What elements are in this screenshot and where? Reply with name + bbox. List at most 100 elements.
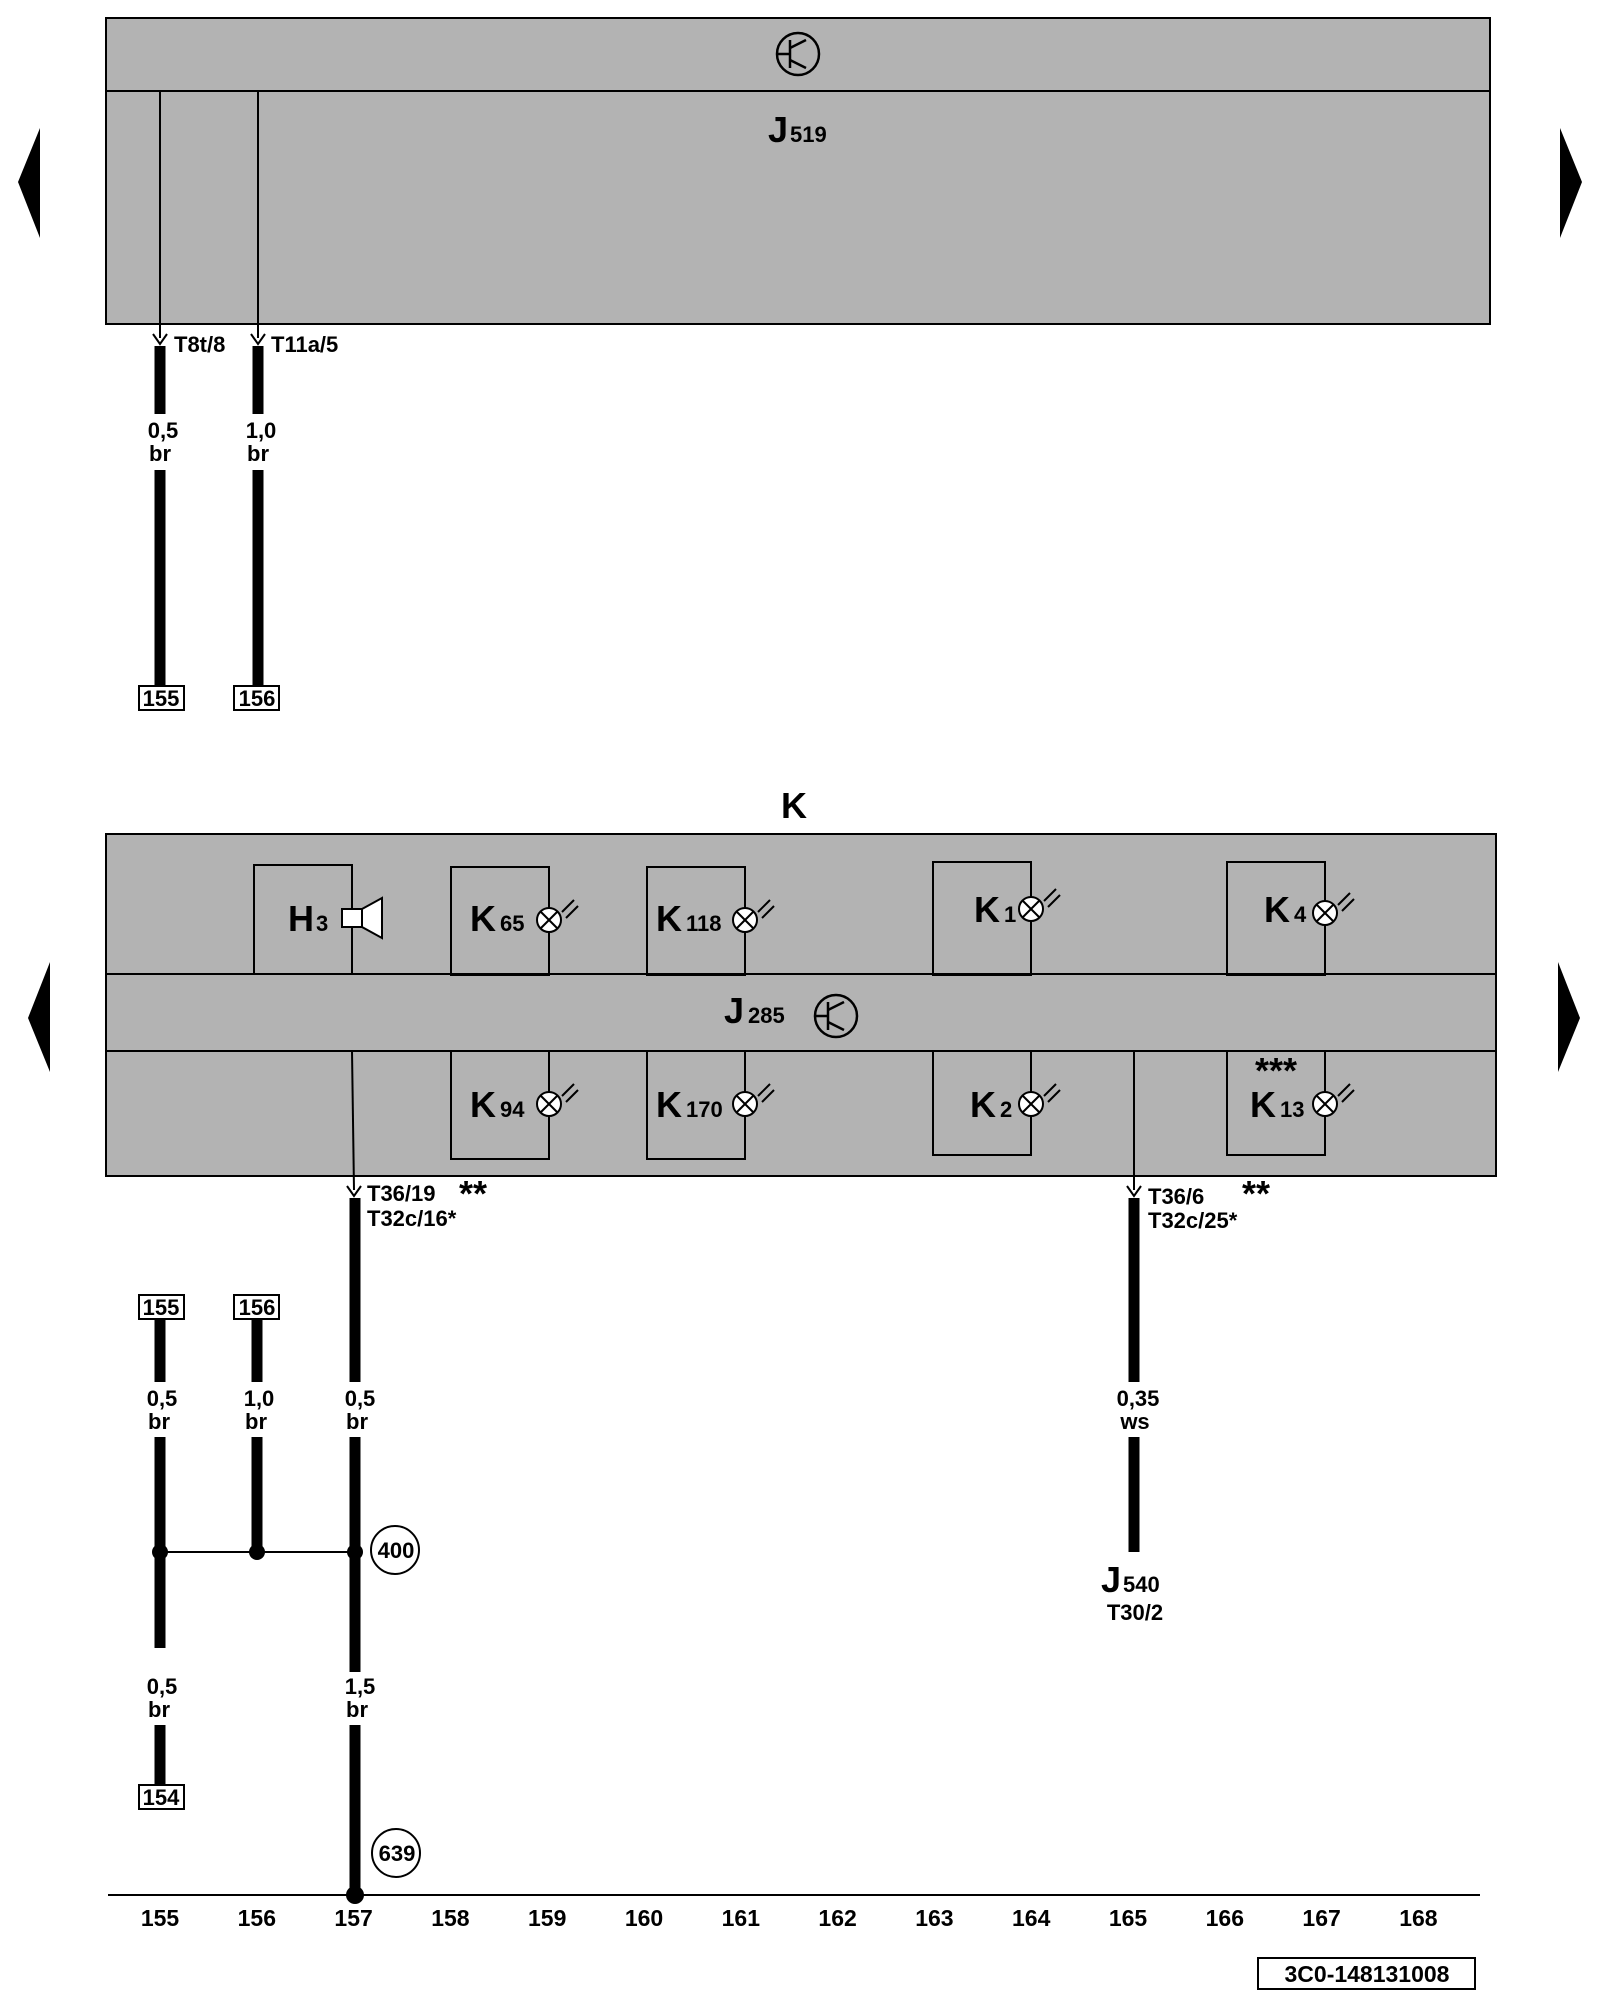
target-j540: J 540 T30/2 [1101, 1559, 1163, 1625]
next-page-arrow-top[interactable] [1560, 128, 1582, 238]
target-terminal: T30/2 [1107, 1600, 1163, 1625]
wire-color: ws [1119, 1409, 1149, 1434]
lamp-icon [536, 899, 579, 933]
column-number: 164 [1012, 1905, 1051, 1931]
wire-gauge: 1,0 [244, 1386, 275, 1411]
top-unit-id: J [768, 109, 788, 150]
lower-wire-156: 156 1,0 br [233, 1294, 280, 1556]
lower-wire-165: 0,35 ws [1117, 1198, 1160, 1552]
column-number: 163 [915, 1905, 953, 1931]
component-sub: 118 [686, 911, 722, 936]
wire-color: br [245, 1409, 267, 1434]
next-page-arrow-bottom[interactable] [1558, 962, 1580, 1072]
junction-400: 400 [152, 1525, 420, 1575]
page-ref[interactable]: 156 [239, 686, 276, 711]
junction-label: 400 [378, 1538, 415, 1563]
wire-gauge: 1,5 [345, 1674, 376, 1699]
junction-label: 639 [379, 1841, 416, 1866]
wire-gauge: 0,5 [147, 1386, 178, 1411]
warning-lamp-k170: K 170 [646, 1050, 775, 1160]
component-sub: 2 [1000, 1097, 1012, 1122]
column-number: 161 [722, 1905, 761, 1931]
component-sub: 4 [1294, 902, 1307, 927]
top-wire-2: T11a/5 1,0 br 156 [233, 332, 338, 711]
wire-gauge: 0,5 [345, 1386, 376, 1411]
wire-gauge: 0,35 [1117, 1386, 1160, 1411]
column-number: 158 [431, 1905, 470, 1931]
terminal-label: T8t/8 [174, 332, 225, 357]
terminal-mark: ** [1242, 1173, 1270, 1214]
terminal-mark: ** [459, 1173, 487, 1214]
electronics-symbol-icon [775, 31, 821, 77]
column-number: 162 [818, 1905, 856, 1931]
component-id: K [1264, 889, 1290, 930]
lower-wire-155: 155 0,5 br [138, 1294, 185, 1648]
target-sub: 540 [1123, 1572, 1160, 1597]
warning-lamp-k4: K 4 [1226, 861, 1355, 976]
column-number: 155 [141, 1905, 180, 1931]
top-control-unit: J 519 [105, 17, 1491, 338]
prev-page-arrow-top[interactable] [18, 128, 40, 238]
lamp-icon [732, 899, 775, 933]
warning-lamp-k65: K 65 [450, 866, 579, 976]
component-sub: 65 [500, 911, 524, 936]
wire-gauge: 0,5 [148, 418, 179, 443]
warning-lamp-k118: K 118 [646, 866, 775, 976]
top-wire-1: T8t/8 0,5 br 155 [138, 332, 225, 711]
page-ref[interactable]: 155 [143, 1295, 180, 1320]
terminal-label: T36/6 [1148, 1184, 1204, 1209]
column-number: 160 [625, 1905, 663, 1931]
wire-gauge: 0,5 [147, 1674, 178, 1699]
terminal-label-alt: T32c/25* [1148, 1208, 1238, 1233]
component-note: *** [1255, 1050, 1297, 1091]
column-number: 165 [1109, 1905, 1148, 1931]
terminal-label: T11a/5 [271, 332, 338, 357]
warning-lamp-k13: *** K 13 [1226, 1050, 1355, 1156]
page-ref[interactable]: 154 [143, 1785, 180, 1810]
component-sub: 3 [316, 911, 328, 936]
component-id: K [970, 1084, 996, 1125]
column-number: 166 [1206, 1905, 1244, 1931]
wire-color: br [247, 441, 269, 466]
component-sub: 13 [1280, 1097, 1304, 1122]
lamp-icon [1018, 888, 1061, 922]
column-number: 156 [238, 1905, 276, 1931]
target-id: J [1101, 1559, 1121, 1600]
component-id: K [974, 889, 1000, 930]
wire-color: br [346, 1409, 368, 1434]
page-ref[interactable]: 155 [143, 686, 180, 711]
component-id: K [656, 1084, 682, 1125]
wire-color: br [148, 1409, 170, 1434]
lower-wire-157: 0,5 br 1,5 br [345, 1198, 376, 1895]
terminal-t36-6: T36/6 ** T32c/25* [1126, 1173, 1270, 1233]
component-id: K [470, 1084, 496, 1125]
column-number: 159 [528, 1905, 566, 1931]
component-id: K [656, 898, 682, 939]
bottom-unit-id: K [781, 785, 807, 826]
warning-lamp-k94: K 94 [450, 1050, 579, 1160]
instrument-cluster: J 285 H 3 K 65 [105, 833, 1497, 1191]
buzzer-h3: H 3 [253, 864, 383, 975]
lamp-icon [536, 1083, 579, 1117]
terminal-label: T36/19 [367, 1181, 436, 1206]
column-numbers: 155 156 157 158 159 160 161 162 163 164 165 166 167 1… [141, 1905, 1438, 1931]
component-sub: 170 [686, 1097, 723, 1122]
terminal-label-alt: T32c/16* [367, 1206, 457, 1231]
wire-color: br [346, 1697, 368, 1722]
warning-lamp-k2: K 2 [932, 1050, 1061, 1156]
control-unit-sub: 285 [748, 1003, 785, 1028]
column-number: 168 [1399, 1905, 1438, 1931]
column-number: 157 [334, 1905, 372, 1931]
warning-lamp-k1: K 1 [932, 861, 1061, 976]
component-id: H [288, 898, 314, 939]
component-id: K [470, 898, 496, 939]
wire-color: br [149, 441, 171, 466]
component-id: K [1250, 1084, 1276, 1125]
column-number: 167 [1302, 1905, 1340, 1931]
document-id-box: 3C0-148131008 [1257, 1957, 1476, 1990]
prev-page-arrow-bottom[interactable] [28, 962, 50, 1072]
page-ref[interactable]: 156 [239, 1295, 276, 1320]
terminal-t36-19: T36/19 ** T32c/16* [346, 1173, 487, 1231]
lamp-icon [1312, 1083, 1355, 1117]
